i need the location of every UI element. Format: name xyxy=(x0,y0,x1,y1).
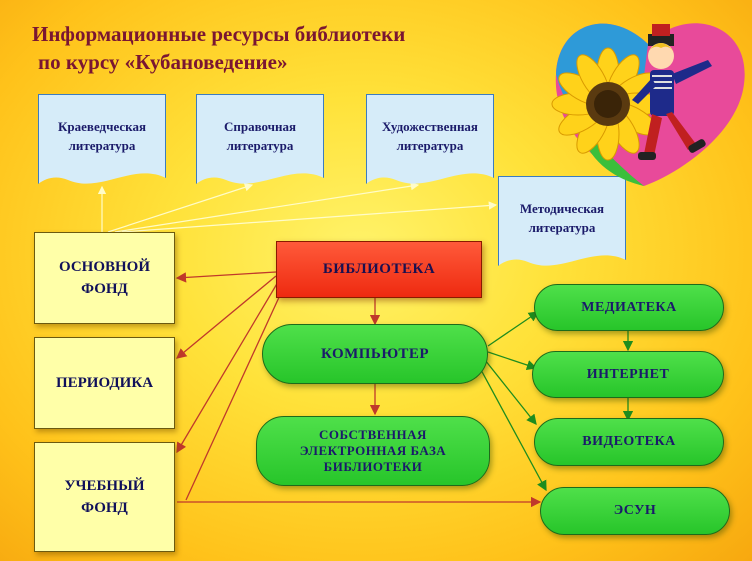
link-fund-hudozh xyxy=(114,181,420,233)
doc-kraeved: Краеведческая литература xyxy=(38,94,166,190)
computer-box: КОМПЬЮТЕР xyxy=(262,324,488,384)
doc-hudozh-label: Художественная литература xyxy=(382,119,478,153)
sunflower-icon xyxy=(551,47,665,161)
media-esun: ЭСУН xyxy=(540,487,730,535)
own-db-box: СОБСТВЕННАЯ ЭЛЕКТРОННАЯ БАЗА БИБЛИОТЕКИ xyxy=(256,416,490,486)
doc-kraeved-label: Краеведческая литература xyxy=(58,119,146,153)
fund-periodika: ПЕРИОДИКА xyxy=(34,337,175,429)
link-computer-internet xyxy=(487,351,538,371)
doc-sprav-label: Справочная литература xyxy=(223,119,297,153)
page-title: Информационные ресурсы библиотеки по кур… xyxy=(32,20,512,76)
link-fund-sprav xyxy=(107,183,254,233)
own-db-label: СОБСТВЕННАЯ ЭЛЕКТРОННАЯ БАЗА БИБЛИОТЕКИ xyxy=(299,427,447,474)
link-library-osnovnoy xyxy=(175,271,277,283)
media-mediateka-label: МЕДИАТЕКА xyxy=(581,299,677,315)
media-mediateka: МЕДИАТЕКА xyxy=(534,284,724,331)
link-computer-esun xyxy=(479,367,547,492)
link-fund-metod xyxy=(121,201,498,233)
media-esun-label: ЭСУН xyxy=(613,503,657,518)
fund-osnovnoy: ОСНОВНОЙ ФОНД xyxy=(34,232,175,324)
link-library-uchebny-2 xyxy=(185,281,287,501)
computer-label: КОМПЬЮТЕР xyxy=(320,345,430,362)
media-videoteka: ВИДЕОТЕКА xyxy=(534,418,724,466)
link-computer-mediateka xyxy=(487,311,540,347)
fund-uchebny: УЧЕБНЫЙ ФОНД xyxy=(34,442,175,552)
media-internet: ИНТЕРНЕТ xyxy=(532,351,724,398)
fund-periodika-label: ПЕРИОДИКА xyxy=(55,375,154,391)
fund-osnovnoy-label: ОСНОВНОЙ ФОНД xyxy=(58,259,151,297)
link-library-periodika xyxy=(175,275,277,359)
mascot-illustration xyxy=(551,23,745,186)
library-box: БИБЛИОТЕКА xyxy=(276,241,482,298)
doc-metod-label: Методическая литература xyxy=(519,201,605,235)
media-videoteka-label: ВИДЕОТЕКА xyxy=(582,434,676,449)
title-line-1: Информационные ресурсы библиотеки xyxy=(32,22,406,46)
doc-metod: Методическая литература xyxy=(498,176,626,272)
library-label: БИБЛИОТЕКА xyxy=(322,261,436,277)
link-computer-videoteka xyxy=(484,359,537,426)
fund-uchebny-label: УЧЕБНЫЙ ФОНД xyxy=(64,478,145,516)
link-library-uchebny xyxy=(176,281,279,454)
title-line-2: по курсу «Кубановедение» xyxy=(38,50,288,74)
media-internet-label: ИНТЕРНЕТ xyxy=(586,366,670,382)
cossack-boy-icon xyxy=(632,24,712,160)
